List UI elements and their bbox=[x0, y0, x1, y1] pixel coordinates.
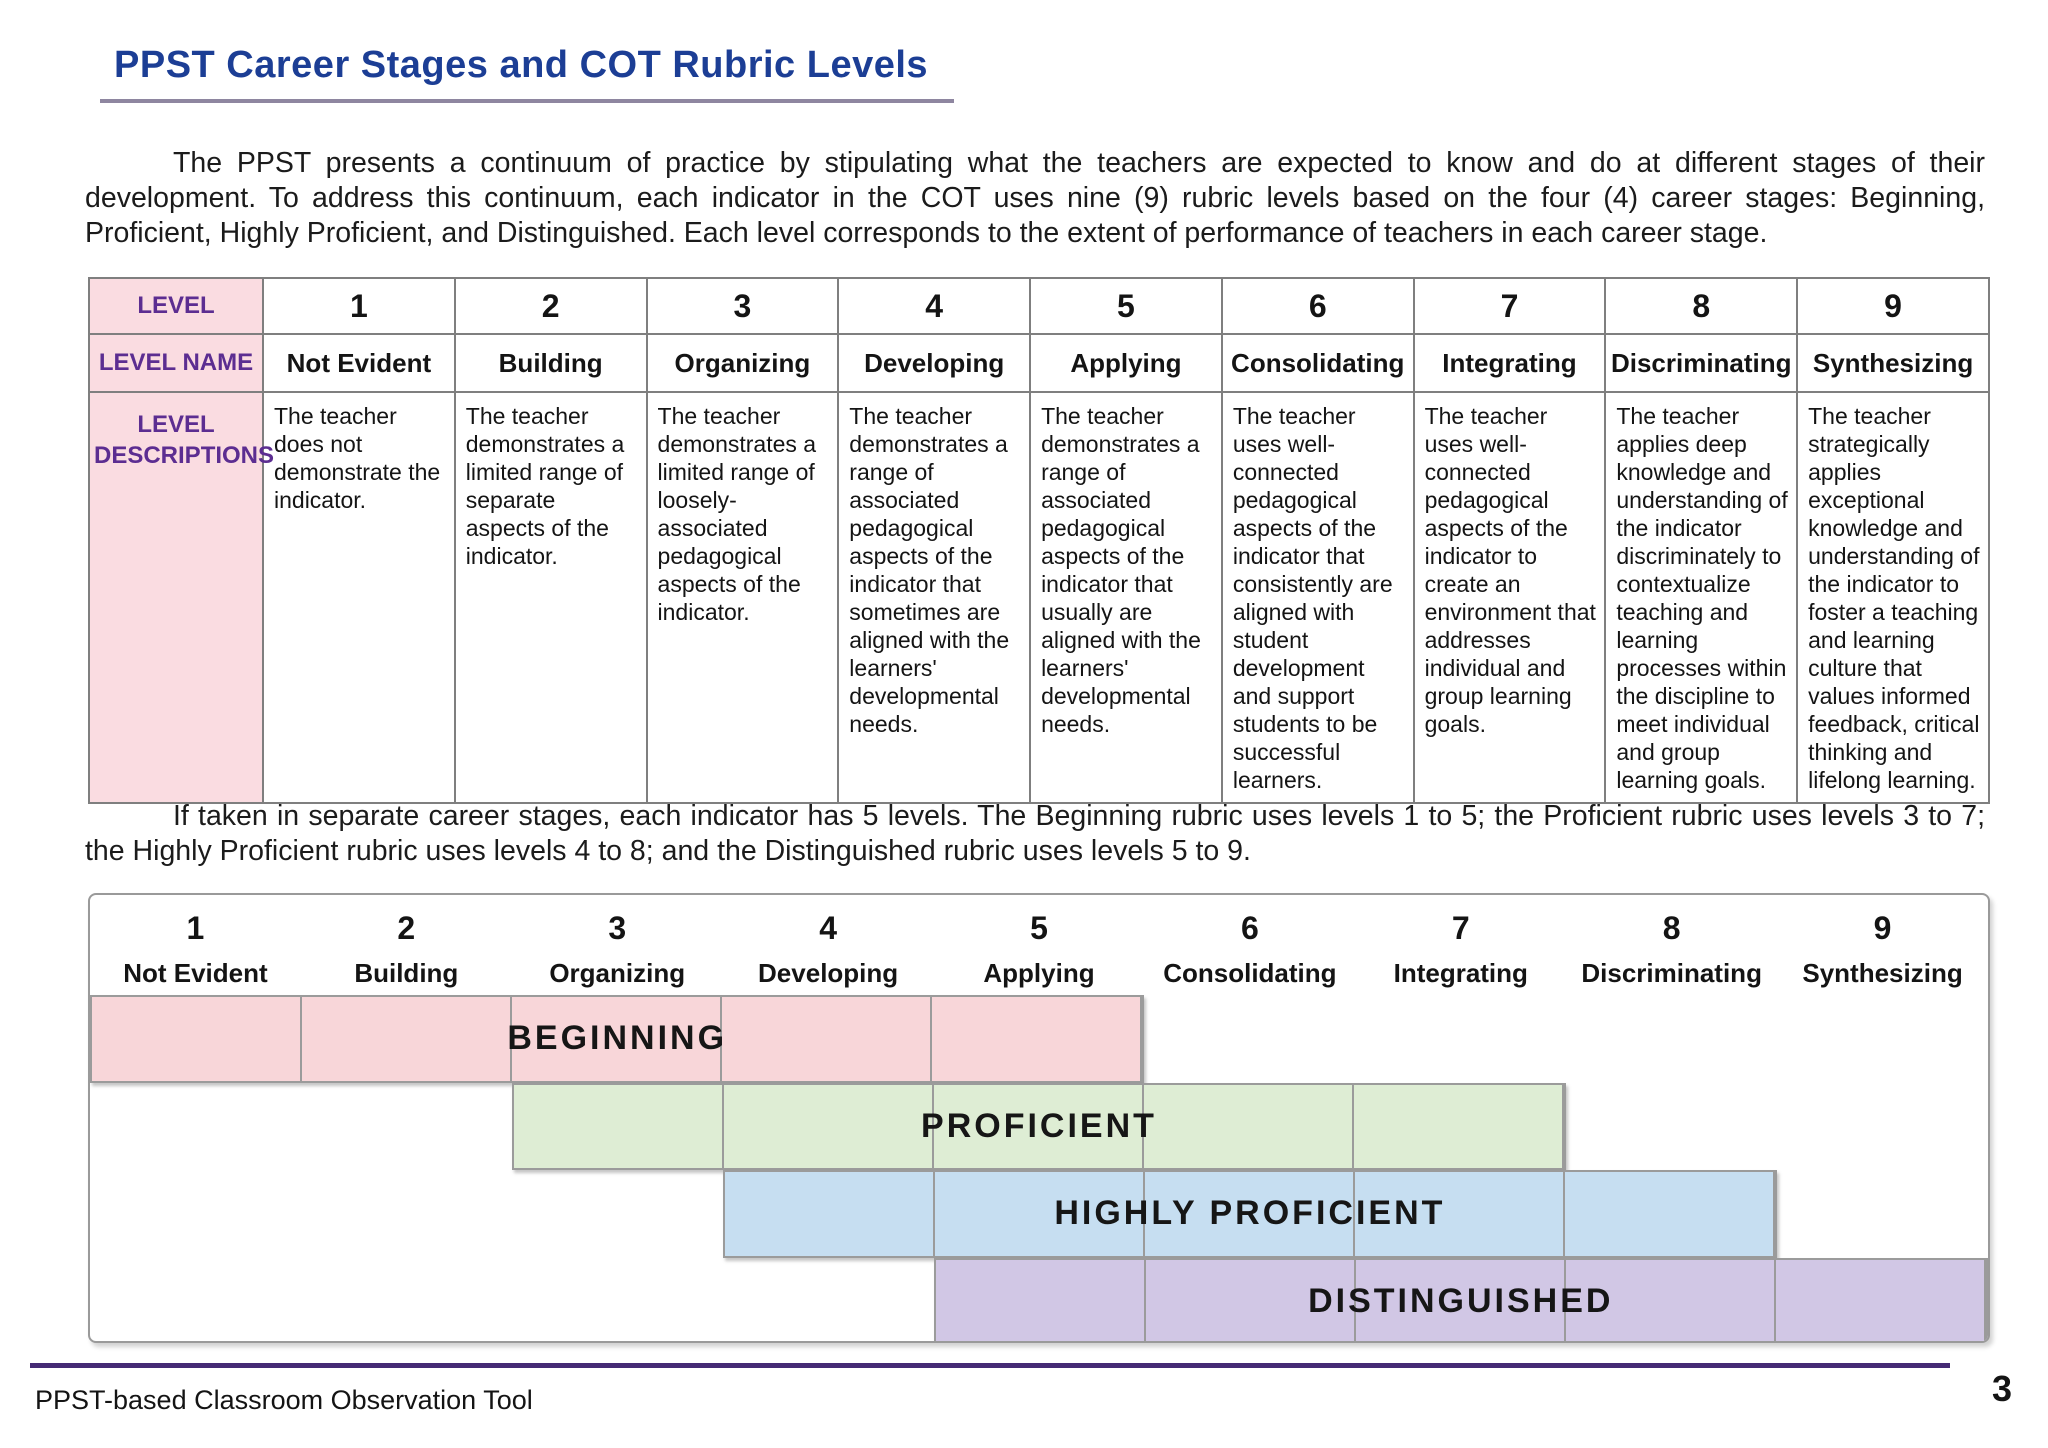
level-description-cell: The teacher does not demonstrate the ind… bbox=[262, 391, 456, 804]
diagram-level-number: 9 bbox=[1873, 909, 1892, 946]
level-name-cell: Consolidating bbox=[1220, 333, 1415, 393]
footer-divider bbox=[30, 1363, 1950, 1368]
stage-band-segment bbox=[92, 997, 303, 1081]
level-description-cell: The teacher strategically applies except… bbox=[1796, 391, 1990, 804]
diagram-level-number: 8 bbox=[1662, 909, 1681, 946]
stage-row: HIGHLY PROFICIENT bbox=[90, 1170, 1988, 1258]
stage-band-distinguished: DISTINGUISHED bbox=[933, 1257, 1988, 1341]
stage-band-segment bbox=[1356, 1259, 1566, 1341]
row-header-level-name: LEVEL NAME bbox=[88, 333, 264, 393]
level-number-cell: 1 bbox=[262, 277, 456, 335]
level-number-cell: 9 bbox=[1796, 277, 1990, 335]
level-description-cell: The teacher uses well-connected pedagogi… bbox=[1412, 391, 1607, 804]
level-description-cell: The teacher demonstrates a limited range… bbox=[453, 391, 648, 804]
stage-band-segment bbox=[1145, 1172, 1355, 1256]
levels-paragraph: If taken in separate career stages, each… bbox=[85, 800, 1985, 867]
level-number-cell: 3 bbox=[645, 277, 840, 335]
level-description-cell: The teacher demonstrates a range of asso… bbox=[1029, 391, 1223, 804]
diagram-level-numbers: 1 2 3 4 5 6 7 8 9 bbox=[90, 895, 1988, 951]
level-name-cell: Synthesizing bbox=[1796, 333, 1990, 393]
stage-band-segment bbox=[934, 1084, 1145, 1168]
stage-band-segment bbox=[725, 1172, 935, 1256]
level-name-cell: Building bbox=[453, 333, 648, 393]
stage-label: HIGHLY PROFICIENT bbox=[1054, 1194, 1446, 1233]
level-description-cell: The teacher demonstrates a limited range… bbox=[645, 391, 840, 804]
stage-band-proficient: PROFICIENT bbox=[511, 1082, 1567, 1170]
stage-label: BEGINNING bbox=[507, 1019, 728, 1058]
diagram-level-name: Developing bbox=[758, 957, 899, 988]
diagram-level-name: Applying bbox=[983, 957, 1095, 988]
diagram-level-number: 5 bbox=[1030, 909, 1048, 946]
level-name-cell: Developing bbox=[837, 333, 1032, 393]
diagram-level-number: 6 bbox=[1240, 909, 1259, 946]
diagram-level-name: Synthesizing bbox=[1802, 957, 1963, 988]
row-header-level-descriptions: LEVEL DESCRIPTIONS bbox=[88, 391, 274, 804]
diagram-level-number: 1 bbox=[186, 909, 205, 946]
stage-band-segment bbox=[1146, 1259, 1356, 1341]
stage-row: PROFICIENT bbox=[90, 1082, 1988, 1170]
footer-doc-title: PPST-based Classroom Observation Tool bbox=[35, 1385, 533, 1415]
stage-band-segment bbox=[512, 997, 723, 1081]
level-name-cell: Not Evident bbox=[262, 333, 456, 393]
stage-band-segment bbox=[1565, 1172, 1776, 1256]
stage-band-segment bbox=[936, 1259, 1146, 1341]
diagram-bands: BEGINNING PROFICIENT HIGHLY PROFICIENT DIST… bbox=[90, 995, 1988, 1341]
diagram-level-number: 4 bbox=[819, 909, 837, 946]
stage-label: PROFICIENT bbox=[921, 1106, 1157, 1145]
stage-band-segment bbox=[724, 1084, 934, 1168]
intro-paragraph: The PPST presents a continuum of practic… bbox=[85, 147, 1985, 249]
level-number-cell: 2 bbox=[453, 277, 648, 335]
level-number-cell: 6 bbox=[1220, 277, 1415, 335]
stage-band-segment bbox=[1144, 1084, 1355, 1168]
diagram-level-name: Building bbox=[354, 957, 459, 988]
diagram-level-name: Discriminating bbox=[1581, 957, 1762, 988]
level-descriptions-row: LEVEL DESCRIPTIONS The teacher does not … bbox=[88, 391, 1990, 804]
diagram-level-name: Not Evident bbox=[123, 957, 268, 988]
level-name-cell: Applying bbox=[1029, 333, 1223, 393]
stage-band-beginning: BEGINNING bbox=[90, 995, 1145, 1083]
row-header-level: LEVEL bbox=[88, 277, 264, 335]
level-number-cell: 5 bbox=[1029, 277, 1223, 335]
level-number-cell: 7 bbox=[1412, 277, 1607, 335]
level-name-cell: Organizing bbox=[645, 333, 840, 393]
diagram-level-names: Not Evident Building Organizing Developing A… bbox=[90, 951, 1988, 995]
diagram-level-number: 3 bbox=[608, 909, 627, 946]
level-description-cell: The teacher uses well-connected pedagogi… bbox=[1220, 391, 1415, 804]
level-number-cell: 4 bbox=[837, 277, 1032, 335]
stage-band-segment bbox=[722, 997, 933, 1081]
diagram-level-number: 7 bbox=[1451, 909, 1470, 946]
stage-row: BEGINNING bbox=[90, 995, 1988, 1083]
stage-band-segment bbox=[302, 997, 513, 1081]
diagram-level-number: 2 bbox=[397, 909, 416, 946]
stage-band-segment bbox=[1566, 1259, 1776, 1341]
stage-band-segment bbox=[1776, 1259, 1987, 1341]
diagram-level-name: Organizing bbox=[549, 957, 686, 988]
page-number: 3 bbox=[1991, 1368, 2012, 1409]
stage-label: DISTINGUISHED bbox=[1308, 1281, 1614, 1320]
level-description-cell: The teacher applies deep knowledge and u… bbox=[1604, 391, 1799, 804]
stage-band-segment bbox=[1355, 1172, 1566, 1256]
stage-row: DISTINGUISHED bbox=[90, 1257, 1988, 1341]
stage-band-segment bbox=[932, 997, 1143, 1081]
stage-band-segment bbox=[1354, 1084, 1565, 1168]
stage-band-highly-proficient: HIGHLY PROFICIENT bbox=[722, 1170, 1778, 1258]
diagram-level-name: Consolidating bbox=[1163, 957, 1337, 988]
level-description-cell: The teacher demonstrates a range of asso… bbox=[837, 391, 1032, 804]
stage-band-segment bbox=[935, 1172, 1145, 1256]
level-name-cell: Discriminating bbox=[1604, 333, 1799, 393]
level-number-cell: 8 bbox=[1604, 277, 1799, 335]
diagram-level-name: Integrating bbox=[1393, 957, 1528, 988]
page-title: PPST Career Stages and COT Rubric Levels bbox=[100, 44, 955, 103]
stage-band-segment bbox=[514, 1084, 724, 1168]
level-name-cell: Integrating bbox=[1412, 333, 1607, 393]
